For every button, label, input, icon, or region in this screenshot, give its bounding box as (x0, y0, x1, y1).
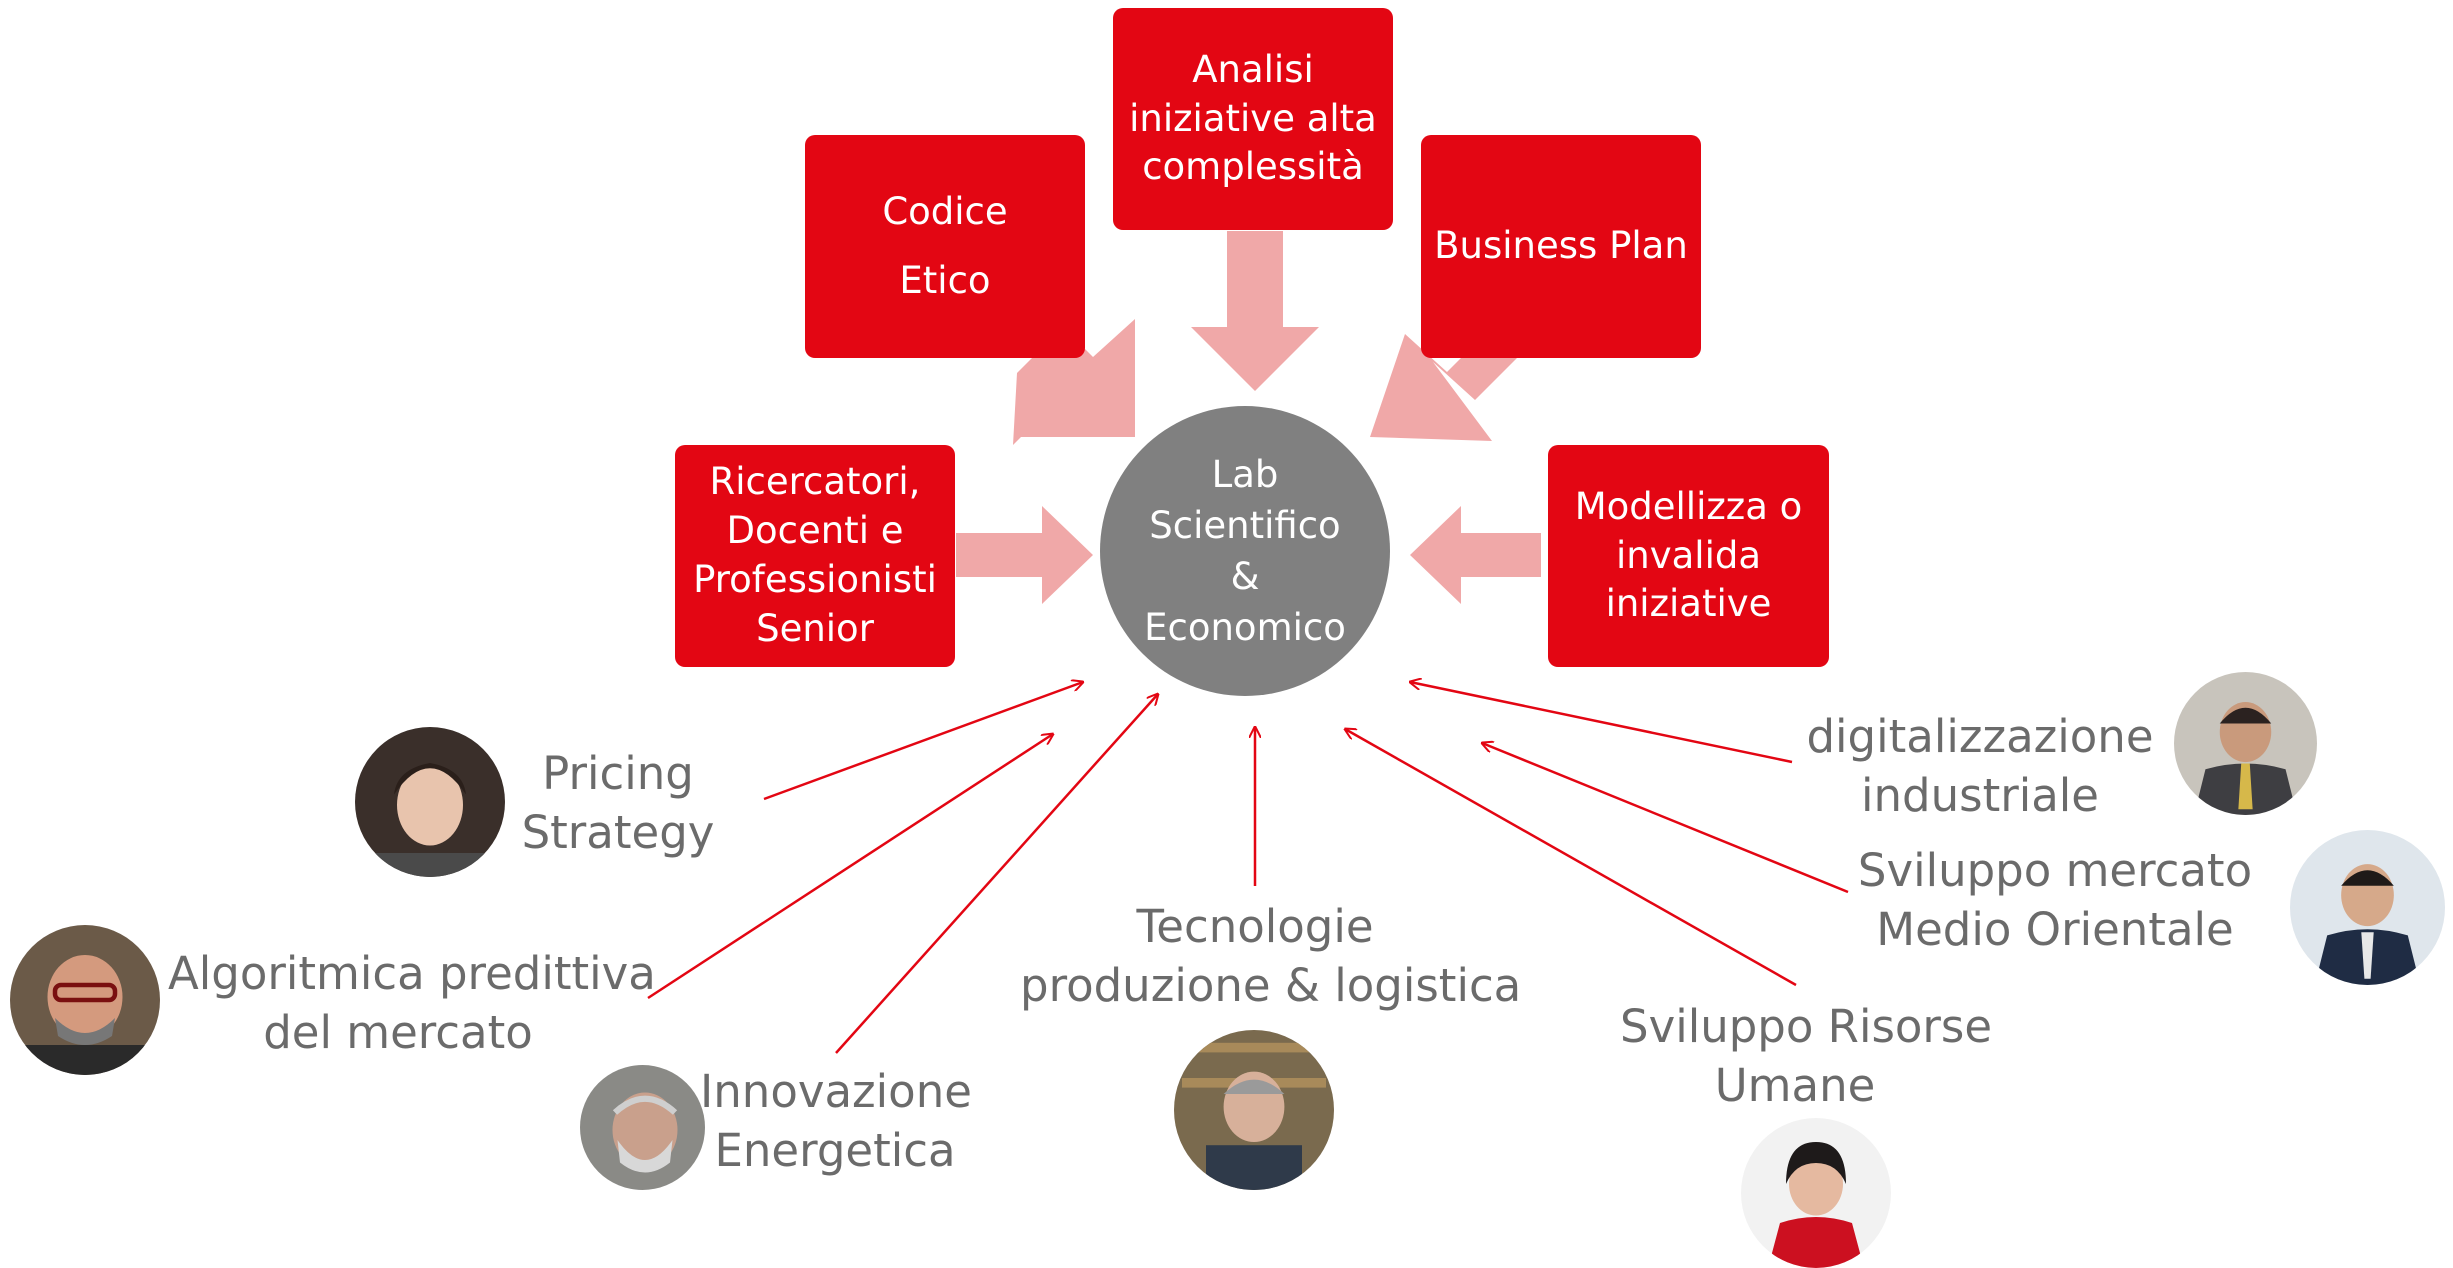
topic-pricing-strategy: Pricing Strategy (518, 745, 718, 862)
box-line: Analisi (1192, 47, 1314, 91)
box-line: iniziative alta (1129, 96, 1377, 140)
topic-line: digitalizzazione (1806, 710, 2154, 763)
topic-medio-orientale: Sviluppo mercato Medio Orientale (1855, 842, 2255, 959)
topic-digitalizzazione: digitalizzazione industriale (1795, 708, 2165, 825)
box-analisi-iniziative: Analisi iniziative alta complessità (1113, 8, 1393, 230)
avatar-digitalizzazione-expert (2174, 672, 2317, 815)
box-line: Senior (756, 606, 874, 650)
avatar-medio-orientale-expert (2290, 830, 2445, 985)
box-line: iniziative (1605, 582, 1772, 626)
avatar-tecnologie-expert (1174, 1030, 1334, 1190)
topic-line: industriale (1861, 768, 2099, 822)
box-codice-etico: Codice Etico (805, 135, 1085, 358)
topic-line: Strategy (521, 805, 715, 859)
topic-innovazione: Innovazione Energetica (700, 1063, 972, 1180)
topic-line: produzione & logistica (1020, 958, 1522, 1012)
topic-line: Pricing (542, 747, 694, 800)
box-line: Business Plan (1434, 224, 1688, 268)
avatar-risorse-expert (1741, 1118, 1891, 1268)
arrow-risorse-to-hub (1345, 729, 1797, 987)
arrow-analisi-to-hub (1191, 231, 1319, 391)
hub-line: Scientifico (1149, 503, 1341, 547)
topic-line: del mercato (263, 1005, 533, 1059)
box-line: complessità (1142, 145, 1364, 189)
hub-lab-scientifico: Lab Scientifico & Economico (1100, 406, 1390, 696)
avatar-pricing-expert (355, 727, 505, 877)
arrow-innovazione-to-hub (835, 694, 1158, 1054)
box-modellizza: Modellizza o invalida iniziative (1548, 445, 1829, 667)
topic-line: Innovazione (700, 1065, 972, 1118)
topic-line: Medio Orientale (1876, 902, 2234, 956)
box-line: invalida (1615, 533, 1762, 577)
avatar-innovazione-expert (580, 1065, 705, 1190)
hub-line: & (1230, 555, 1260, 598)
arrow-digitalizzazione-to-hub (1410, 682, 1793, 764)
box-line: Modellizza o (1574, 484, 1803, 528)
topic-line: Tecnologie (1136, 900, 1374, 953)
arrow-ricercatori-to-hub (956, 506, 1093, 604)
box-line: Docenti e (726, 509, 904, 553)
box-ricercatori: Ricercatori, Docenti e Professionisti Se… (675, 445, 955, 667)
topic-tecnologie: Tecnologie produzione & logistica (1020, 898, 1522, 1015)
topic-line: Energetica (714, 1123, 956, 1177)
arrow-algoritmica-to-hub (647, 734, 1053, 1000)
hub-line: Lab (1211, 452, 1279, 496)
topic-line: Umane (1714, 1058, 1876, 1112)
topic-algoritmica: Algoritmica predittiva del mercato (168, 945, 656, 1062)
topic-line: Sviluppo Risorse (1620, 1000, 1993, 1053)
box-line: Codice (882, 190, 1008, 234)
topic-line: Sviluppo mercato (1857, 844, 2253, 897)
topic-line: Algoritmica predittiva (168, 947, 656, 1000)
arrow-medio-to-hub (1482, 743, 1849, 894)
box-business-plan: Business Plan (1421, 135, 1701, 358)
box-line: Professionisti (693, 558, 937, 601)
arrow-modellizza-to-hub (1410, 506, 1541, 604)
arrow-pricing-to-hub (763, 682, 1083, 801)
hub-line: Economico (1144, 606, 1346, 650)
topic-risorse-umane: Sviluppo Risorse Umane (1620, 998, 1993, 1115)
avatar-algoritmica-expert (10, 925, 160, 1075)
box-line: Etico (899, 258, 991, 302)
box-line: Ricercatori, (709, 460, 921, 504)
